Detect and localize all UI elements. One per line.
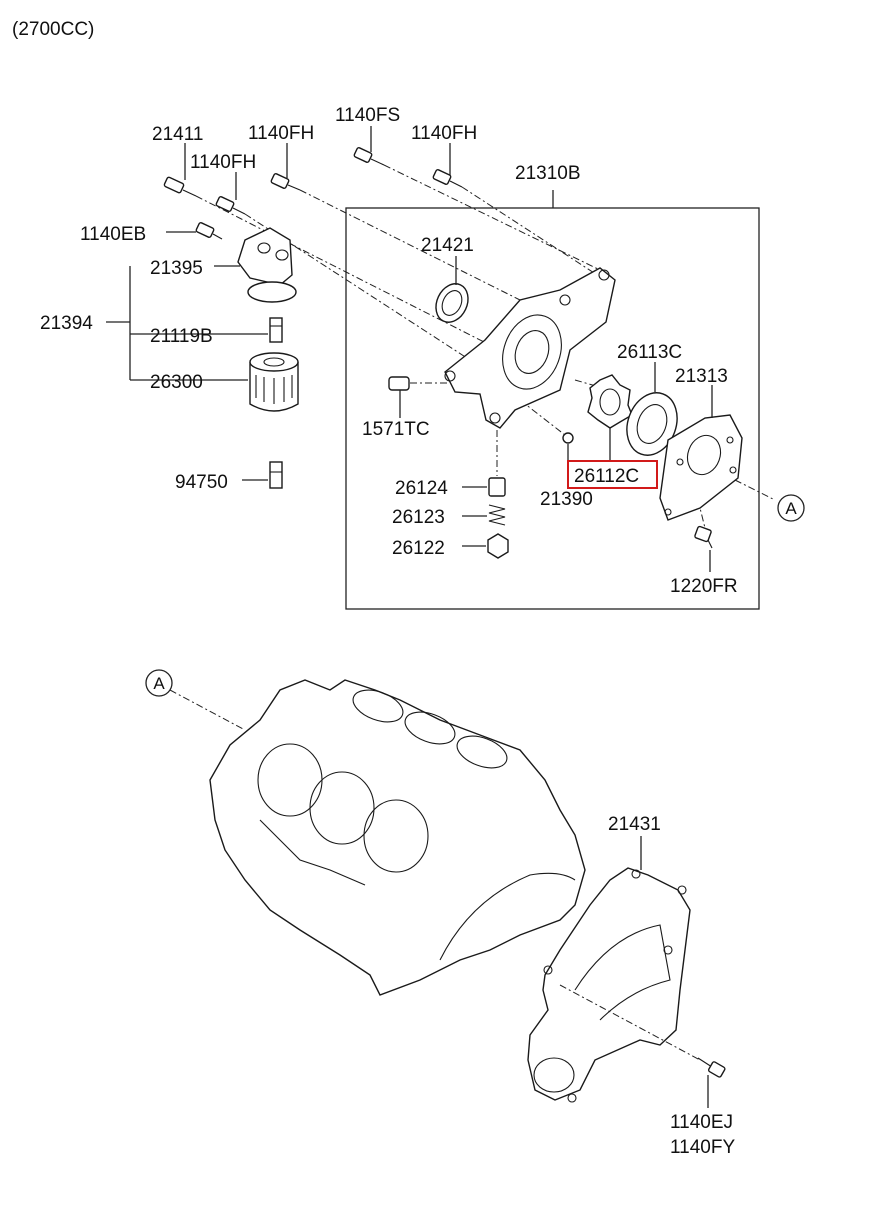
label-1140FH-c: 1140FH xyxy=(411,123,477,144)
label-26113C: 26113C xyxy=(617,342,682,363)
label-1571TC: 1571TC xyxy=(362,419,430,440)
inner-rotor-26112C[interactable] xyxy=(587,374,633,429)
label-21390: 21390 xyxy=(540,489,593,510)
label-1140FS: 1140FS xyxy=(335,105,400,126)
fitting-21119B[interactable] xyxy=(269,317,283,343)
oil-seal-21421[interactable] xyxy=(430,279,474,328)
callout-a-top[interactable]: A xyxy=(777,494,805,522)
callout-a-bottom[interactable]: A xyxy=(145,669,173,697)
label-1140EJ: 1140EJ xyxy=(670,1112,733,1133)
part-94750[interactable] xyxy=(269,461,283,489)
bolt-21411[interactable] xyxy=(163,176,197,197)
label-1140FY: 1140FY xyxy=(670,1137,735,1158)
label-26112C: 26112C xyxy=(574,466,639,487)
label-94750: 94750 xyxy=(175,472,228,493)
label-1220FR: 1220FR xyxy=(670,576,738,597)
label-21394: 21394 xyxy=(40,313,93,334)
plug-1571TC[interactable] xyxy=(388,376,410,391)
bolt-1140FH-c[interactable] xyxy=(432,169,463,188)
label-21431: 21431 xyxy=(608,814,661,835)
oil-pump-housing[interactable] xyxy=(444,267,616,429)
label-21310B: 21310B xyxy=(515,163,581,184)
bolt-1140FH-a[interactable] xyxy=(215,196,246,215)
label-26124: 26124 xyxy=(395,478,448,499)
label-26123: 26123 xyxy=(392,507,445,528)
bolt-1220FR[interactable] xyxy=(694,525,713,549)
oil-filter-26300[interactable] xyxy=(249,352,299,412)
bolt-1140FS[interactable] xyxy=(353,147,385,166)
engine-variant-label: (2700CC) xyxy=(12,19,94,40)
label-1140FH-b: 1140FH xyxy=(248,123,314,144)
spring-26123[interactable] xyxy=(488,504,506,526)
plunger-26124[interactable] xyxy=(488,477,506,497)
label-21395: 21395 xyxy=(150,258,203,279)
rear-plate-21431[interactable] xyxy=(527,867,691,1103)
label-21313: 21313 xyxy=(675,366,728,387)
label-1140EB: 1140EB xyxy=(80,224,146,245)
bolt-1140FH-b[interactable] xyxy=(270,173,301,191)
o-ring-21390[interactable] xyxy=(562,432,574,444)
svg-text:A: A xyxy=(153,674,165,693)
bolt-1140EJ[interactable] xyxy=(697,1057,726,1078)
svg-text:A: A xyxy=(785,499,797,518)
label-21119B: 21119B xyxy=(150,326,213,347)
label-26300: 26300 xyxy=(150,372,203,393)
pump-cover-21313[interactable] xyxy=(659,414,743,521)
oil-filter-bracket-21395[interactable] xyxy=(237,227,297,303)
bolt-1140EB[interactable] xyxy=(195,222,223,240)
label-26122: 26122 xyxy=(392,538,445,559)
outer-rotor-26113C[interactable] xyxy=(619,386,686,463)
highlight-box-26112C xyxy=(567,460,658,489)
label-21421: 21421 xyxy=(421,235,474,256)
plug-26122[interactable] xyxy=(487,533,509,559)
label-21411: 21411 xyxy=(152,124,203,145)
label-1140FH-a: 1140FH xyxy=(190,152,256,173)
engine-block[interactable] xyxy=(209,679,586,996)
